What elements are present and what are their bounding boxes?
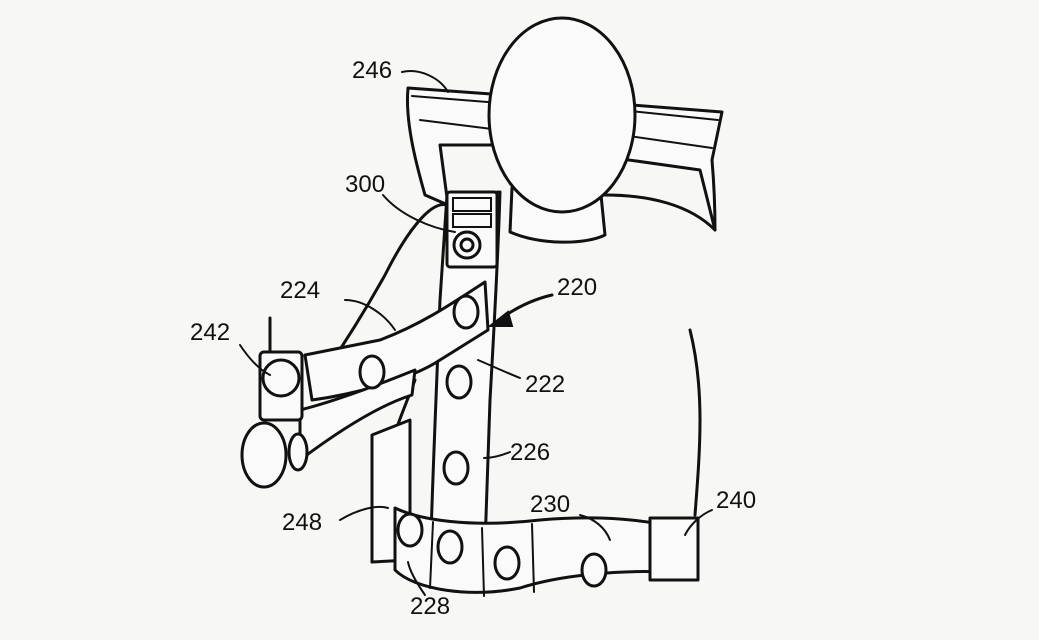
label-248: 248	[282, 509, 322, 536]
head	[487, 16, 637, 214]
sensor-dot	[452, 294, 480, 330]
device-300-screen-top	[452, 197, 492, 212]
sensor-dot	[445, 364, 473, 400]
label-242: 242	[190, 319, 230, 346]
leader-230	[579, 514, 611, 541]
sensor-dot	[442, 450, 470, 486]
leader-240	[684, 509, 713, 536]
label-300: 300	[345, 171, 385, 198]
device-300-screen-bottom	[452, 213, 492, 228]
leader-248	[339, 505, 389, 521]
label-246: 246	[352, 57, 392, 84]
label-220: 220	[557, 274, 597, 301]
leader-242	[239, 344, 271, 376]
belt-divider-1	[429, 521, 434, 589]
device-242-grip	[240, 421, 288, 489]
belt-divider-3	[531, 523, 535, 593]
label-226: 226	[510, 439, 550, 466]
leader-226	[483, 451, 511, 459]
sensor-dot	[396, 512, 424, 548]
label-224: 224	[280, 277, 320, 304]
leader-222	[477, 359, 521, 379]
sensor-dot	[358, 354, 386, 390]
device-242-knob	[261, 358, 301, 398]
diagonal-strap-224	[303, 280, 490, 402]
torso-right-side	[688, 328, 702, 517]
sensor-dot	[580, 552, 608, 588]
leader-228	[407, 561, 426, 596]
device-242-button	[287, 432, 309, 472]
label-222: 222	[525, 371, 565, 398]
sensor-dot	[436, 529, 464, 565]
collar-strip-left	[411, 95, 501, 131]
leader-246	[401, 70, 449, 93]
sensor-dot	[493, 545, 521, 581]
shoulder-right	[603, 193, 717, 232]
collar-246	[405, 86, 507, 207]
arm-strap-lower	[298, 368, 417, 462]
label-240: 240	[716, 487, 756, 514]
label-230: 230	[530, 491, 570, 518]
belt-230	[393, 506, 667, 594]
leader-224	[344, 299, 396, 331]
arrow-220-head	[487, 310, 514, 327]
leader-300	[382, 194, 456, 233]
device-300-dial-inner	[459, 237, 475, 253]
belt-divider-2	[481, 527, 485, 597]
label-228: 228	[410, 593, 450, 620]
